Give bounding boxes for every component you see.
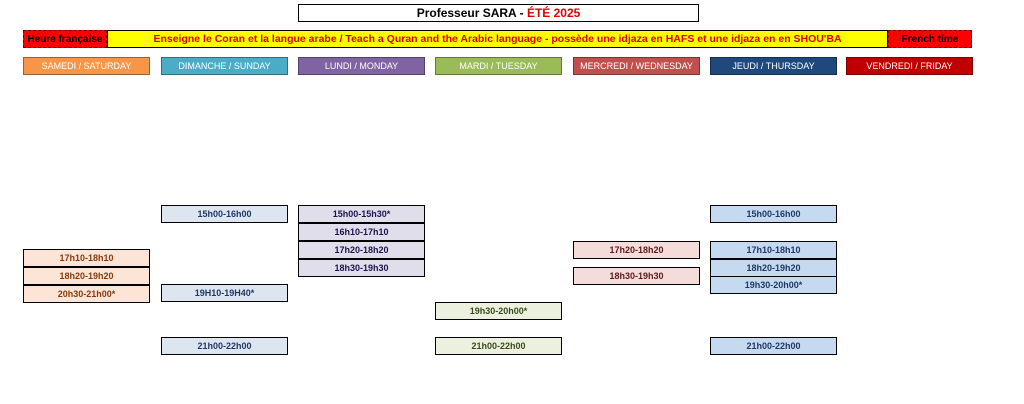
time-slot-thursday: 17h10-18h10 <box>710 241 837 259</box>
page-title: Professeur SARA - ÉTÉ 2025 <box>298 4 699 22</box>
time-slot-thursday: 15h00-16h00 <box>710 205 837 223</box>
time-slot-thursday: 18h20-19h20 <box>710 259 837 277</box>
day-header-tuesday: MARDI / TUESDAY <box>435 57 562 75</box>
time-slot-monday: 15h00-15h30* <box>298 205 425 223</box>
time-slot-monday: 16h10-17h10 <box>298 223 425 241</box>
time-slot-tuesday: 19h30-20h00* <box>435 302 562 320</box>
day-header-wednesday: MERCREDI / WEDNESDAY <box>573 57 700 75</box>
time-slot-saturday: 18h20-19h20 <box>23 267 150 285</box>
time-slot-monday: 17h20-18h20 <box>298 241 425 259</box>
time-slot-sunday: 19H10-19H40* <box>161 284 288 302</box>
day-header-saturday: SAMEDI / SATURDAY <box>23 57 150 75</box>
day-header-thursday: JEUDI / THURSDAY <box>710 57 837 75</box>
time-slot-wednesday: 17h20-18h20 <box>573 241 700 259</box>
day-header-friday: VENDREDI / FRIDAY <box>846 57 973 75</box>
title-season: ÉTÉ 2025 <box>526 6 581 20</box>
banner-french-hour-label: Heure française <box>23 30 107 48</box>
time-slot-tuesday: 21h00-22h00 <box>435 337 562 355</box>
time-slot-thursday: 21h00-22h00 <box>710 337 837 355</box>
time-slot-wednesday: 18h30-19h30 <box>573 267 700 285</box>
day-header-sunday: DIMANCHE / SUNDAY <box>161 57 288 75</box>
day-header-monday: LUNDI / MONDAY <box>298 57 425 75</box>
title-prefix: Professeur SARA - <box>416 6 527 20</box>
time-slot-monday: 18h30-19h30 <box>298 259 425 277</box>
time-slot-saturday: 17h10-18h10 <box>23 249 150 267</box>
time-slot-thursday: 19h30-20h00* <box>710 276 837 294</box>
time-slot-sunday: 21h00-22h00 <box>161 337 288 355</box>
banner-french-time-label: French time <box>888 30 972 48</box>
time-slot-sunday: 15h00-16h00 <box>161 205 288 223</box>
time-slot-saturday: 20h30-21h00* <box>23 285 150 303</box>
banner-description: Enseigne le Coran et la langue arabe / T… <box>107 30 888 48</box>
